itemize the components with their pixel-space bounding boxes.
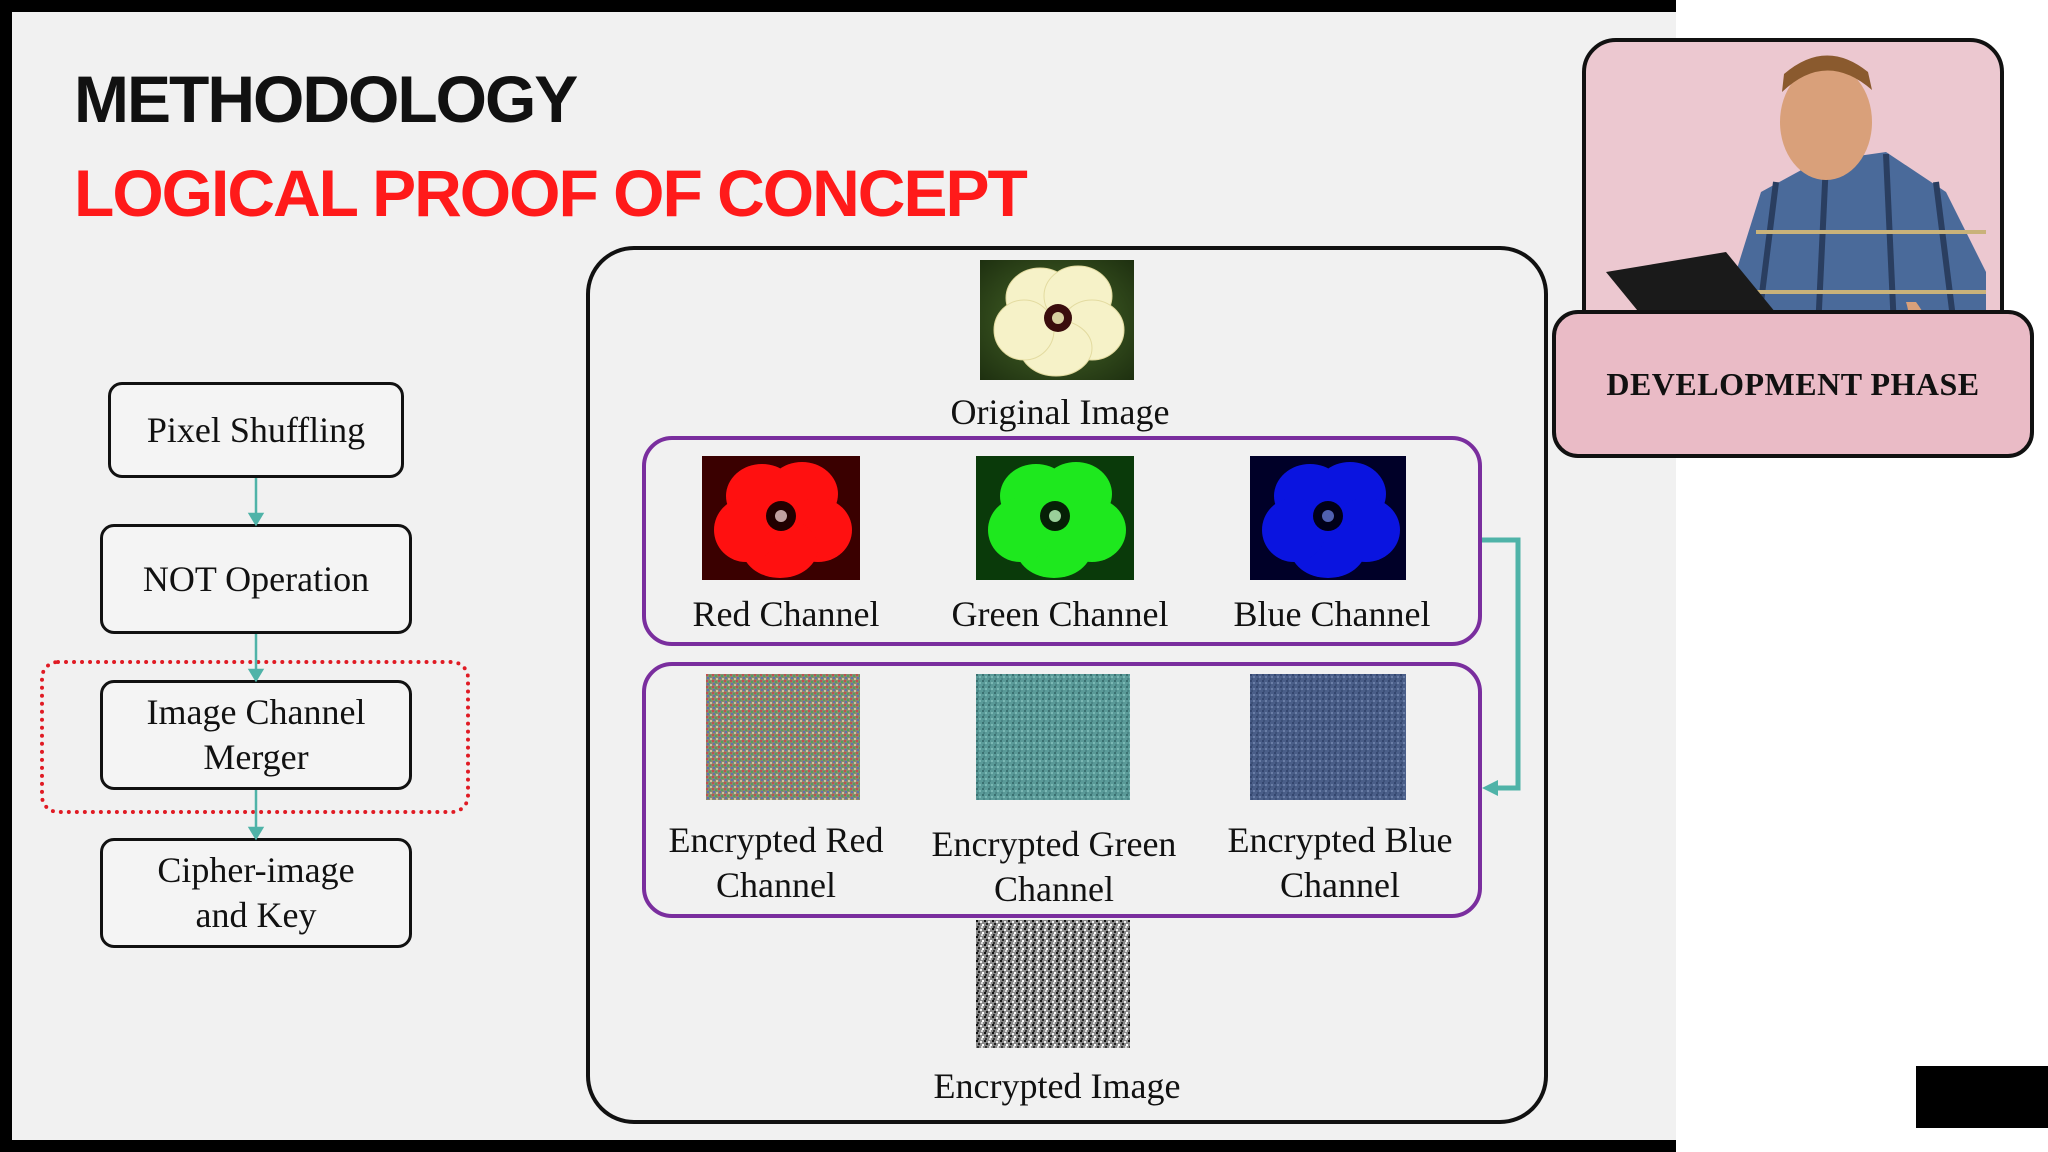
original-image-label: Original Image (950, 392, 1170, 432)
encrypted-channel-label: Encrypted Blue Channel (1227, 820, 1453, 905)
encrypted-blue-channel-image (1250, 674, 1406, 800)
flow-arrows (247, 478, 265, 841)
arrow-1-head (247, 512, 265, 527)
encrypted-green-channel-image (976, 674, 1130, 800)
flow-step-label: NOT Operation (142, 558, 370, 599)
encrypted-image (976, 920, 1130, 1048)
red-channel-image (702, 456, 860, 580)
encrypted-red-channel-image (706, 674, 860, 800)
green-channel-image (976, 456, 1134, 580)
development-phase-badge: DEVELOPMENT PHASE (1552, 310, 2034, 458)
flow-step-image-channel-merger: Image Channel Merger (100, 680, 412, 790)
flow-step-label: Image Channel Merger (146, 692, 366, 777)
encrypted-channel-label: Encrypted Green Channel (931, 824, 1177, 909)
flow-step-pixel-shuffling: Pixel Shuffling (108, 382, 404, 478)
channel-label: Blue Channel (1233, 594, 1431, 634)
corner-block (1916, 1066, 2048, 1128)
encrypted-channel-label: Encrypted Red Channel (668, 820, 884, 905)
encrypted-channels-group (642, 662, 1482, 918)
blue-channel-image (1250, 456, 1406, 580)
slide-title: METHODOLOGY (74, 62, 578, 136)
flow-step-not-operation: NOT Operation (100, 524, 412, 634)
arrow-3-head (247, 826, 265, 841)
encrypted-image-label: Encrypted Image (933, 1066, 1181, 1106)
arrow-2-head (247, 668, 265, 683)
channels-group (642, 436, 1482, 646)
channel-connector-arrow (1482, 537, 1521, 796)
channel-label: Red Channel (692, 594, 880, 634)
channel-label: Green Channel (951, 594, 1169, 634)
flow-step-label: Pixel Shuffling (146, 409, 366, 450)
slide-subtitle: LOGICAL PROOF OF CONCEPT (74, 156, 1028, 230)
original-image (980, 260, 1134, 380)
flow-step-cipher-image: Cipher-image and Key (100, 838, 412, 948)
diagram-container (586, 246, 1548, 1124)
flow-step-label: Cipher-image and Key (157, 850, 355, 935)
